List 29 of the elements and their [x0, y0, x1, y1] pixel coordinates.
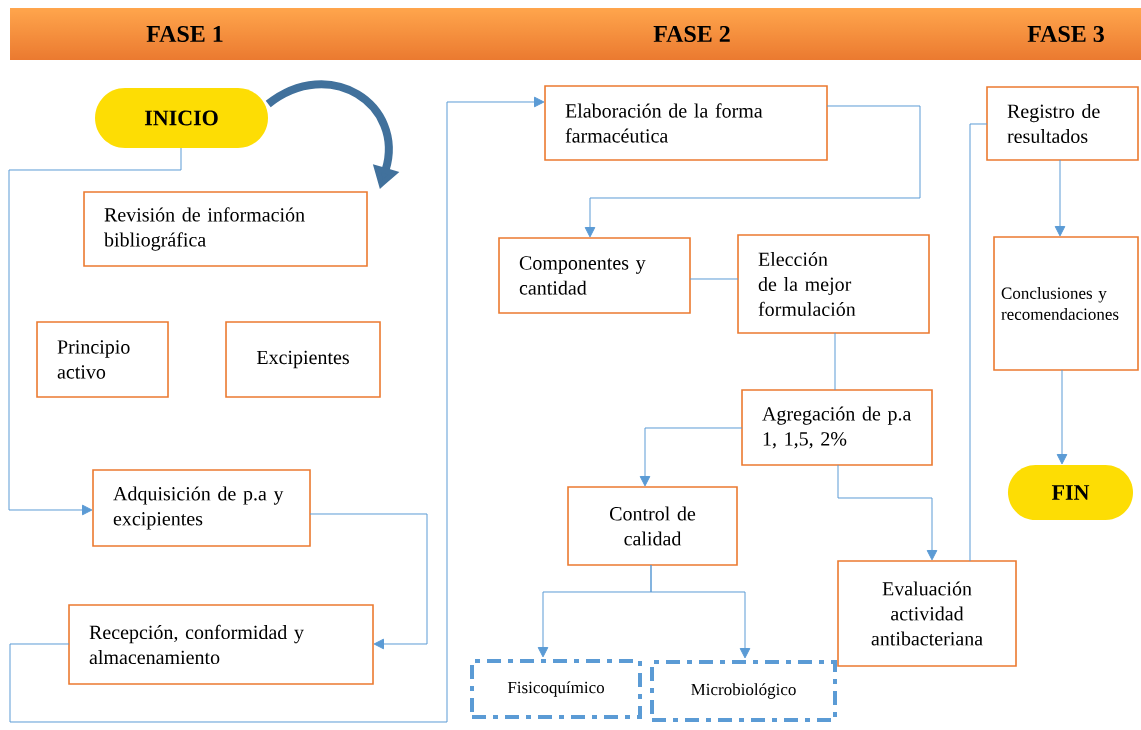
process-box: Revisión de información bibliográfica: [83, 191, 368, 267]
phase-title: FASE 3: [1027, 25, 1104, 43]
arrow: [9, 96, 545, 723]
dashed-box: Microbiológico: [650, 660, 837, 722]
phase-title: FASE 1: [146, 25, 223, 43]
arrow: [309, 513, 428, 650]
terminal-pill: FIN: [1008, 465, 1133, 520]
arrow: [650, 564, 751, 659]
arrow: [1054, 159, 1066, 237]
process-box: Elección de la mejor formulación: [737, 234, 930, 334]
arrow: [1056, 369, 1068, 465]
process-box: Excipientes: [225, 321, 381, 398]
phase-title: FASE 2: [653, 25, 730, 43]
process-box: Agregación de p.a 1, 1,5, 2%: [741, 389, 933, 466]
process-box: Principio activo: [36, 321, 169, 398]
process-box: Evaluación actividad antibacteriana: [837, 560, 1017, 667]
process-box: Control de calidad: [567, 486, 738, 566]
process-box: Recepción, conformidad y almacenamiento: [68, 604, 374, 685]
arrow: [584, 105, 921, 238]
process-box: Registro de resultados: [986, 86, 1139, 161]
arrow: [837, 464, 938, 561]
arrow: [8, 147, 182, 516]
process-box: Adquisición de p.a y excipientes: [92, 469, 311, 547]
dashed-box: Fisicoquímico: [470, 659, 642, 719]
arrow: [639, 427, 743, 487]
terminal-pill: INICIO: [95, 88, 268, 148]
process-box: Componentes y cantidad: [498, 237, 691, 314]
process-box: Conclusiones y recomendaciones: [993, 236, 1139, 371]
process-box: Elaboración de la forma farmacéutica: [544, 85, 828, 161]
